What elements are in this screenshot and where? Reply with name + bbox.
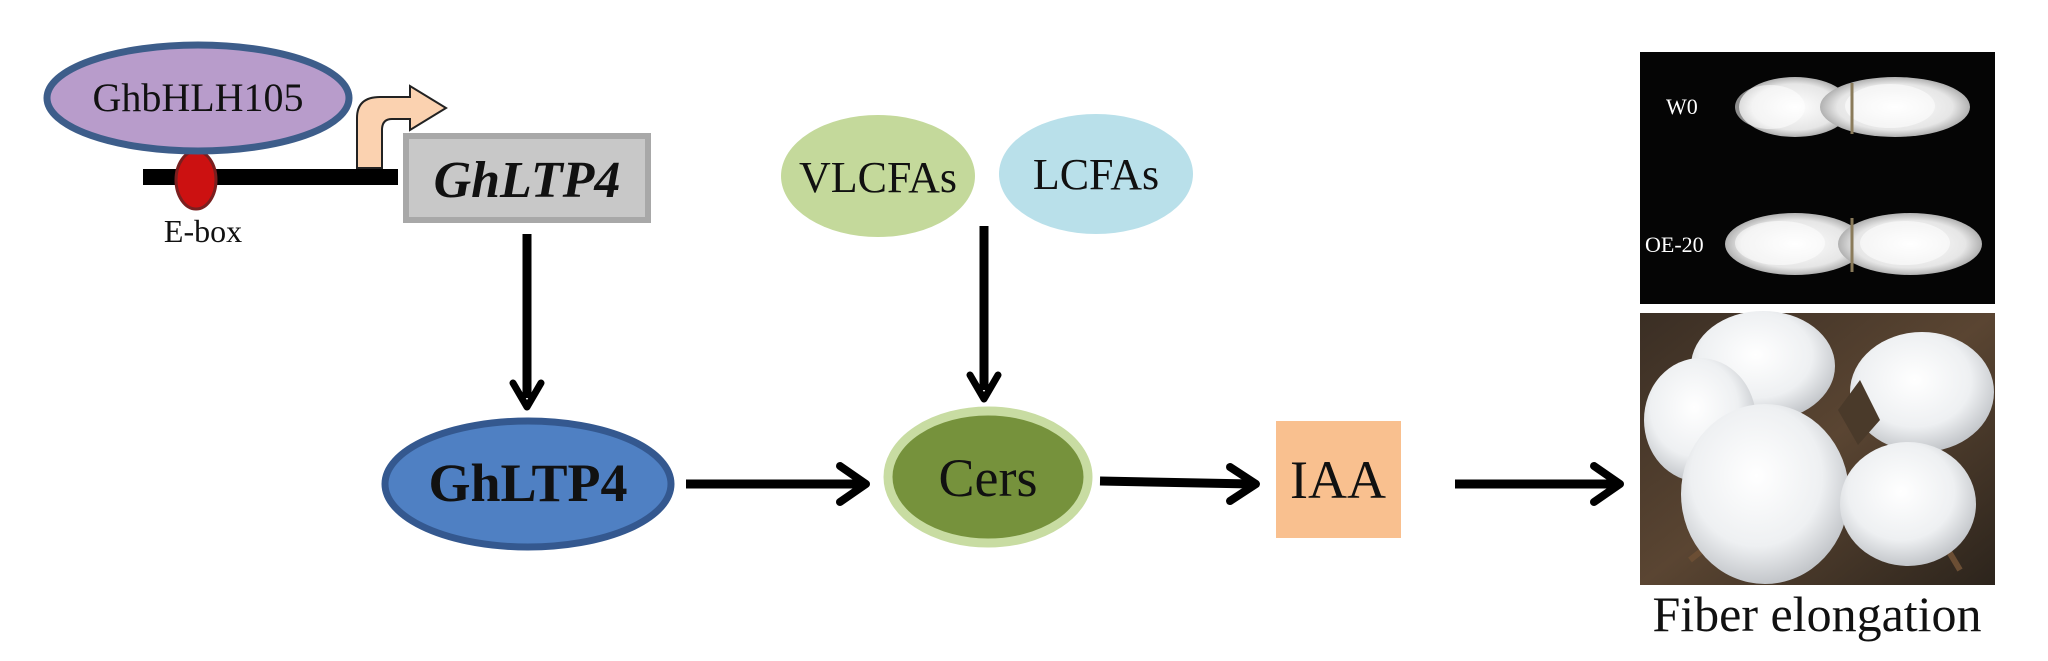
arrow-lipids-to-cers [966,226,1002,403]
iaa-label: IAA [1290,450,1386,510]
vlcfas-node [781,115,975,237]
cers-label: Cers [939,448,1038,508]
arrow-cers-to-iaa [1099,463,1260,505]
cotton-bolls-photo [1640,311,1995,585]
e-box-element [174,149,218,211]
lcfas-node [999,114,1193,234]
lcfas-label: LCFAs [1033,150,1159,199]
oe20-label: OE-20 [1645,232,1704,257]
ghltp4-gene-label: GhLTP4 [434,152,621,209]
arrow-iaa-to-fiber [1455,462,1624,506]
fiber-elongation-label: Fiber elongation [1652,586,1981,642]
transcription-start-arrow [356,84,448,169]
vlcfas-label: VLCFAs [799,153,957,202]
arrow-gene-to-protein [509,234,545,411]
cers-node [883,406,1093,548]
ghltp4-protein-label: GhLTP4 [428,453,627,513]
ghltp4-gene-box [403,133,651,223]
ghbhlh105-label: GhbHLH105 [92,75,303,120]
ghltp4-protein-node [381,417,675,551]
e-box-label: E-box [164,213,242,249]
w0-label: W0 [1666,94,1698,119]
fiber-comparison-photo: W0 OE-20 [1640,52,1995,304]
iaa-box [1276,421,1401,538]
ghbhlh105-node [43,41,353,155]
arrow-protein-to-cers [686,462,870,506]
